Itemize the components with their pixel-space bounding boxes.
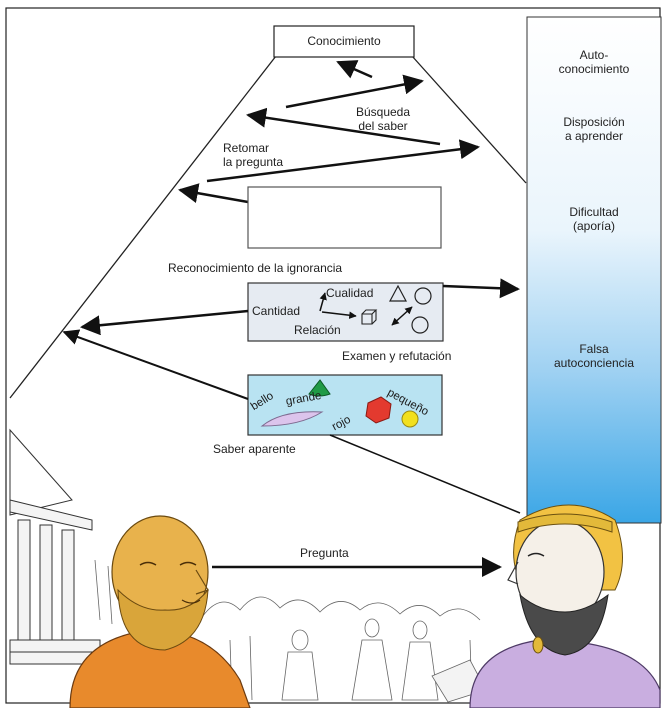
quantity-label: Cantidad (252, 304, 301, 318)
arrow-inner-relation (391, 306, 413, 326)
arrow-examination-left (80, 309, 249, 336)
stage-self-knowledge-line2: conocimiento (558, 62, 630, 76)
cube-shape (361, 309, 378, 325)
search-label-line1: Búsqueda (355, 105, 411, 119)
triangle-shape (389, 284, 407, 302)
stage-false-self-awareness-line1: Falsa (579, 342, 609, 356)
stage-difficulty-line1: Dificultad (569, 205, 619, 219)
quality-label: Cualidad (326, 286, 374, 300)
search-label-line2: del saber (358, 119, 408, 133)
arrow-retake-left (178, 183, 249, 204)
red-cube-shape (365, 396, 392, 424)
lavender-leaf-shape (260, 411, 324, 427)
retake-label-line1: Retomar (223, 141, 270, 155)
temple-illustration (9, 428, 111, 665)
retake-label-line2: la pregunta (223, 155, 284, 169)
examination-label: Examen y refutación (342, 349, 452, 363)
stage-difficulty-line2: (aporía) (572, 219, 616, 233)
pyramid-left-edge (9, 55, 277, 399)
arrow-to-knowledge (336, 60, 373, 79)
relation-label: Relación (294, 323, 341, 337)
socrates-figure (69, 515, 251, 708)
knowledge-box (273, 25, 415, 58)
arrow-retake-right (206, 139, 480, 183)
knowledge-label: Conocimiento (307, 34, 381, 48)
stage-disposition-line1: Disposición (563, 115, 625, 129)
arrow-inner-cube (321, 311, 357, 319)
apparent-knowledge-label: Saber aparente (213, 442, 296, 456)
arrow-examination-right (442, 278, 520, 299)
arrow-search-left (246, 107, 441, 146)
circle-shape-bottom (411, 316, 429, 334)
ignorance-box (247, 186, 442, 249)
stage-gradient-column (526, 16, 662, 524)
arrow-apparent-left (62, 329, 249, 400)
stage-disposition-line2: a aprender (564, 129, 624, 143)
ignorance-label: Reconocimiento de la ignorancia (168, 261, 343, 275)
green-bell-shape (308, 379, 331, 397)
stage-self-knowledge-line1: Auto- (579, 48, 609, 62)
stage-false-self-awareness-line2: autoconciencia (553, 356, 635, 370)
interlocutor-figure (469, 504, 661, 708)
arrow-search-up (285, 74, 424, 109)
pyramid-right-edge (411, 55, 527, 184)
arrow-inner-quality (319, 292, 327, 312)
circle-shape-top (414, 287, 432, 305)
yellow-ball-shape (401, 410, 419, 428)
line-apparent-right (329, 434, 521, 514)
question-label: Pregunta (300, 546, 349, 560)
